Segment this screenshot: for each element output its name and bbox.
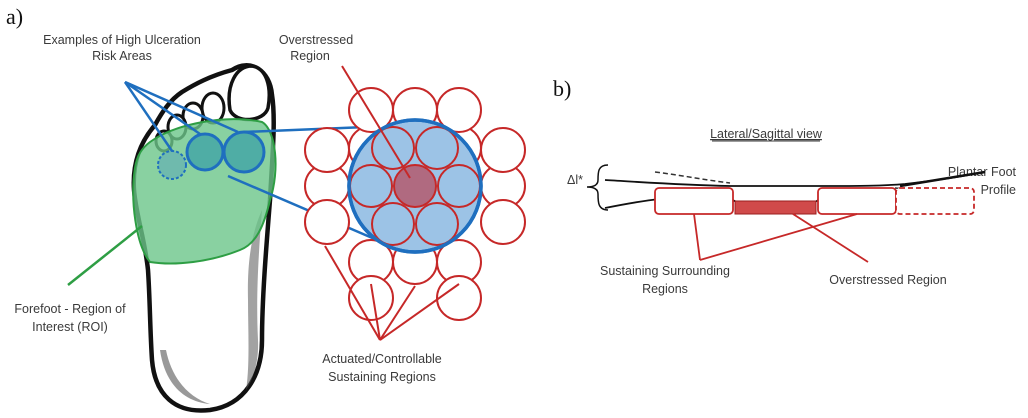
sagittal-section (604, 170, 986, 215)
risk-area-circle-dashed (157, 150, 187, 180)
overstressed-center-cell (393, 164, 437, 208)
overstressed-callout-line-b (792, 213, 869, 263)
examples-callout-lines (123, 80, 239, 152)
sustaining-callout-lines (693, 213, 858, 261)
panel-b-letter: b) (553, 76, 571, 101)
plantar-profile-line (604, 171, 986, 187)
zoom-circle-border (347, 118, 483, 254)
risk-area-markers (157, 130, 266, 180)
label-plantar-line2: Profile (981, 183, 1016, 197)
inner-actuator-grid (349, 126, 481, 246)
sustaining-block-dashed (895, 187, 975, 215)
risk-area-circle-2 (222, 130, 266, 174)
label-examples-line2: Risk Areas (92, 49, 152, 63)
label-view: Lateral/Sagittal view (710, 127, 823, 141)
label-overstressed-b: Overstressed Region (829, 273, 946, 287)
sustaining-block-right (817, 187, 897, 215)
label-overstressed-line2: Region (290, 49, 330, 63)
label-overstressed-line1: Overstressed (279, 33, 353, 47)
foot-shading-right (246, 210, 262, 390)
sustaining-block-left (654, 187, 734, 215)
overstressed-callout-line (341, 65, 411, 179)
label-examples-line1: Examples of High Ulceration (43, 33, 201, 47)
overstressed-bar (734, 200, 817, 215)
label-forefoot-line1: Forefoot - Region of (14, 302, 126, 316)
label-actuated-line2: Sustaining Regions (328, 370, 436, 384)
risk-area-circle-1 (185, 132, 225, 172)
label-sustaining-line1: Sustaining Surrounding (600, 264, 730, 278)
foot-profile-dashed-left (654, 171, 731, 184)
delta-brace (586, 164, 609, 211)
label-sustaining-line2: Regions (642, 282, 688, 296)
plantar-tip (899, 170, 986, 188)
actuated-callout-lines (324, 245, 460, 341)
label-actuated-line1: Actuated/Controllable (322, 352, 442, 366)
forefoot-callout-line (67, 225, 143, 286)
panel-a-letter: a) (6, 4, 23, 29)
big-toe (227, 64, 271, 122)
label-delta: Δl* (567, 173, 583, 187)
label-forefoot-line2: Interest (ROI) (32, 320, 108, 334)
foot-shading-heel (160, 350, 210, 404)
